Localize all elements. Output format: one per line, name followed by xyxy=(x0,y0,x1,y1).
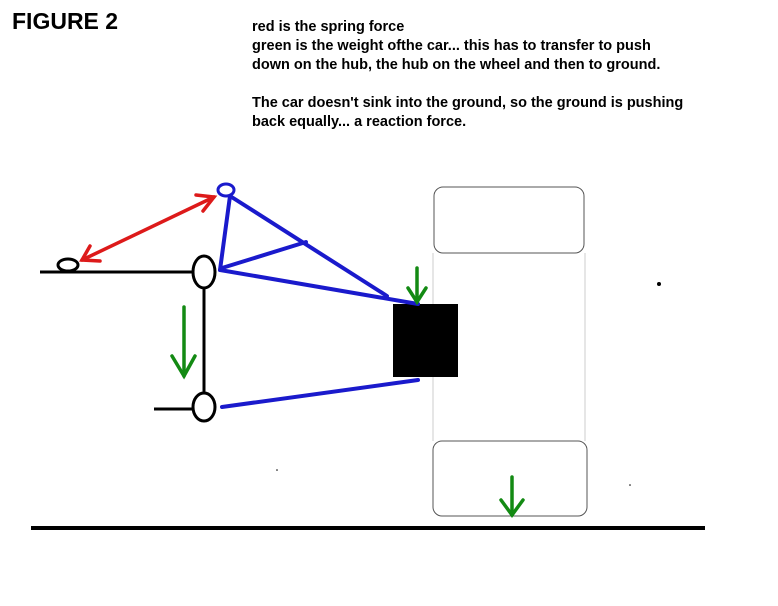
stray-dot xyxy=(276,469,278,471)
wishbones xyxy=(218,194,420,409)
note-line-transfer: down on the hub, the hub on the wheel an… xyxy=(252,57,661,73)
upper-wishbone-lower-arm xyxy=(218,268,420,306)
spring-force-arrow xyxy=(79,193,218,263)
note-line-ground: The car doesn't sink into the ground, so… xyxy=(252,95,684,111)
upper-wishbone-brace xyxy=(220,240,308,270)
hub-block xyxy=(393,304,458,377)
weight-arrow-chassis xyxy=(170,305,197,380)
tyre-top-box xyxy=(433,186,585,254)
notes-text: red is the spring force green is the wei… xyxy=(252,18,772,132)
upper-pivot-icon xyxy=(191,254,217,290)
upper-wishbone-inner-arm xyxy=(218,194,232,272)
stray-dot xyxy=(629,484,631,486)
weight-force-arrows xyxy=(170,266,525,518)
note-line-spring: red is the spring force xyxy=(252,19,405,35)
spring-mount-icon xyxy=(56,257,80,273)
chassis xyxy=(40,254,217,423)
rocker-pivot-icon xyxy=(216,182,236,198)
note-line-reaction: back equally... a reaction force. xyxy=(252,114,467,130)
note-line-weight: green is the weight ofthe car... this ha… xyxy=(252,38,651,54)
lower-wishbone xyxy=(220,378,420,409)
weight-arrow-ground xyxy=(499,475,525,518)
figure-title: FIGURE 2 xyxy=(12,8,119,34)
spring-arrowhead-top-icon xyxy=(194,193,218,213)
upper-wishbone-outer-arm xyxy=(228,194,389,298)
spring-force-shaft xyxy=(80,195,216,262)
tyre-bottom-box xyxy=(432,440,588,517)
weight-arrow-hub xyxy=(406,266,428,306)
wheel xyxy=(432,186,588,517)
spring-arrowhead-bottom-icon xyxy=(79,244,102,263)
stray-dot xyxy=(657,282,661,286)
lower-pivot-icon xyxy=(191,391,217,423)
